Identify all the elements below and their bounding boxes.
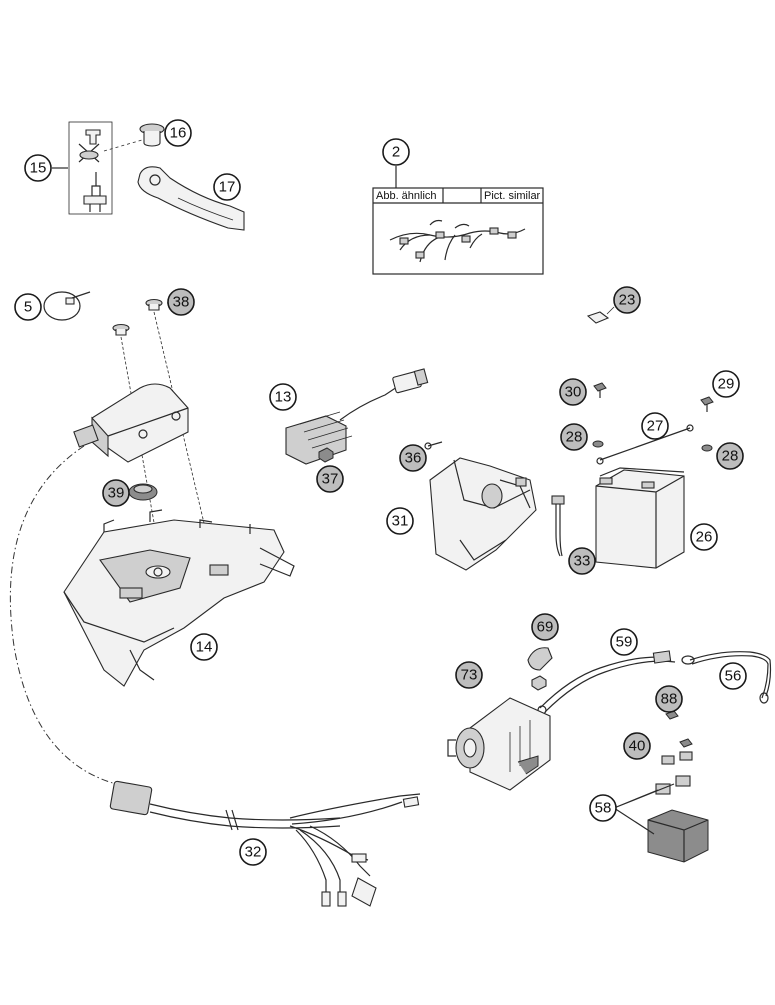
callout-5: 5 (14, 293, 42, 321)
callout-56: 56 (719, 662, 747, 690)
boot-69 (527, 647, 553, 671)
svg-text:33: 33 (574, 553, 591, 570)
harness-box-2: Abb. ähnlich Pict. similar (372, 166, 544, 275)
svg-text:14: 14 (196, 639, 213, 656)
svg-text:17: 17 (219, 179, 236, 196)
harness-32 (109, 780, 421, 907)
svg-text:28: 28 (566, 429, 583, 446)
callout-39: 39 (102, 479, 130, 507)
svg-text:37: 37 (322, 471, 339, 488)
callout-58: 58 (589, 794, 617, 822)
harness-label-en: Pict. similar (484, 190, 541, 202)
svg-text:29: 29 (718, 376, 735, 393)
svg-text:38: 38 (173, 294, 190, 311)
svg-text:27: 27 (647, 418, 664, 435)
relay-58 (613, 775, 709, 863)
battery-cable-27 (596, 424, 694, 465)
battery-26 (595, 467, 685, 569)
callout-69: 69 (531, 613, 559, 641)
callout-15: 15 (24, 154, 52, 182)
cable-tie-5 (43, 291, 91, 321)
callout-59: 59 (610, 628, 638, 656)
callout-88: 88 (655, 685, 683, 713)
svg-text:23: 23 (619, 292, 636, 309)
ecu-unit (73, 383, 189, 463)
washers-28 (592, 440, 713, 452)
callout-33: 33 (568, 547, 596, 575)
callout-37: 37 (316, 465, 344, 493)
tray-14 (63, 509, 295, 687)
callout-16: 16 (164, 119, 192, 147)
starter-motor (447, 697, 551, 791)
starter-cable-59 (537, 650, 676, 715)
svg-text:28: 28 (722, 448, 739, 465)
callout-40: 40 (623, 732, 651, 760)
svg-text:40: 40 (629, 738, 646, 755)
callout-31: 31 (386, 507, 414, 535)
harness-label-de: Abb. ähnlich (376, 190, 437, 202)
callout-23: 23 (613, 286, 641, 314)
fuses-40 (661, 751, 693, 765)
svg-text:73: 73 (461, 667, 478, 684)
svg-text:69: 69 (537, 619, 554, 636)
svg-text:26: 26 (696, 529, 713, 546)
callout-32: 32 (239, 838, 267, 866)
callout-30: 30 (559, 378, 587, 406)
bolt-37 (318, 447, 334, 463)
svg-text:2: 2 (392, 144, 400, 161)
svg-text:88: 88 (661, 691, 678, 708)
svg-text:58: 58 (595, 800, 612, 817)
callout-29: 29 (712, 370, 740, 398)
svg-text:5: 5 (24, 299, 32, 316)
callout-2: 2 (382, 138, 410, 166)
bolts-29-30 (593, 382, 714, 412)
svg-text:56: 56 (725, 668, 742, 685)
cable-56 (681, 651, 772, 704)
callout-27: 27 (641, 412, 669, 440)
svg-text:59: 59 (616, 634, 633, 651)
callout-26: 26 (690, 523, 718, 551)
battery-holder-31 (429, 457, 537, 571)
dashed-connection (9, 445, 125, 787)
bolt-16 (103, 123, 165, 152)
clip-23 (586, 306, 615, 324)
bolt-88 (665, 710, 693, 748)
nut-73 (531, 675, 547, 691)
lever-17 (137, 166, 245, 231)
callout-28-right: 28 (716, 442, 744, 470)
svg-text:16: 16 (170, 125, 187, 142)
callout-17: 17 (213, 173, 241, 201)
callout-73: 73 (455, 661, 483, 689)
svg-text:30: 30 (565, 384, 582, 401)
strap-33 (551, 495, 565, 557)
svg-text:32: 32 (245, 844, 262, 861)
switch-kit-15 (52, 121, 113, 215)
callout-13: 13 (269, 383, 297, 411)
svg-text:15: 15 (30, 160, 47, 177)
bolt-36 (424, 441, 443, 450)
svg-text:39: 39 (108, 485, 125, 502)
svg-text:36: 36 (405, 450, 422, 467)
callout-14: 14 (190, 633, 218, 661)
svg-text:13: 13 (275, 389, 292, 406)
callout-28-left: 28 (560, 423, 588, 451)
callout-38: 38 (167, 288, 195, 316)
grommet-39 (128, 483, 158, 501)
svg-text:31: 31 (392, 513, 409, 530)
callout-36: 36 (399, 444, 427, 472)
